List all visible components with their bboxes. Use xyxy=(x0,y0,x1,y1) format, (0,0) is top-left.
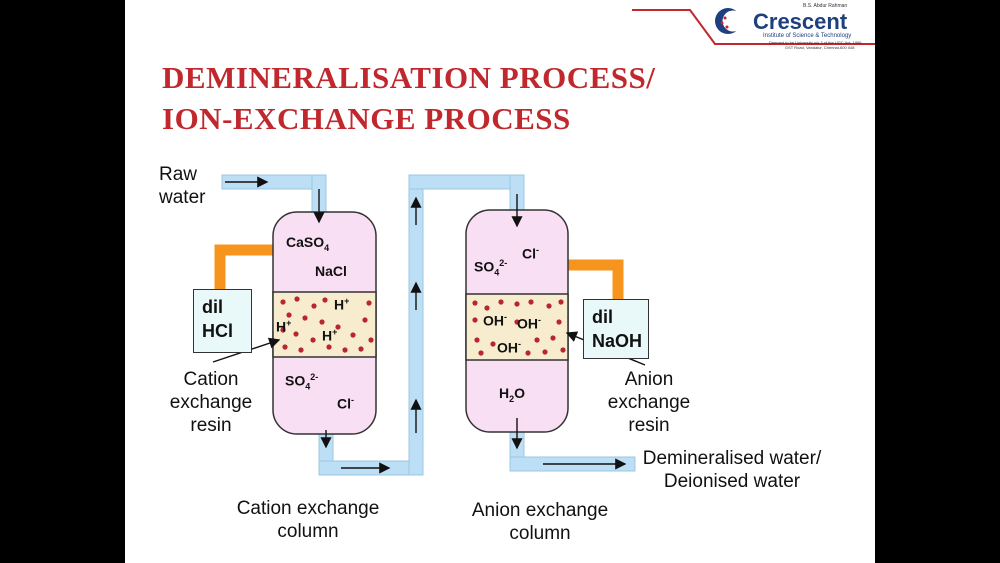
crescent-logo-icon xyxy=(715,8,744,34)
chem-so4-anion: SO42- xyxy=(474,258,508,278)
logo-frame-line xyxy=(632,9,875,45)
chem-oh-minus-1: OH- xyxy=(483,312,507,329)
slide: B.S. Abdur Rahman Crescent Institute of … xyxy=(125,0,875,563)
chem-h-plus-3: H+ xyxy=(322,327,338,344)
chem-cl-anion: Cl- xyxy=(522,245,539,262)
cation-resin-beads xyxy=(280,296,374,353)
dil-hcl-label-line-2: HCl xyxy=(202,321,233,341)
chem-caso4: CaSO4 xyxy=(286,234,330,253)
page-title-line-2: ION-EXCHANGE PROCESS xyxy=(162,101,571,136)
dil-naoh-label-line-2: NaOH xyxy=(592,331,643,351)
logo-top-text: B.S. Abdur Rahman xyxy=(803,3,848,9)
chem-cl-cation: Cl- xyxy=(337,395,354,412)
chem-h-plus-2: H+ xyxy=(276,318,292,335)
chem-oh-minus-2: OH- xyxy=(517,315,541,332)
logo-fine-print-2: GST Road, Vandalur, Chennai-600 048 xyxy=(785,45,855,50)
chem-nacl: NaCl xyxy=(315,263,347,279)
dil-naoh-reagent-box: dil NaOH xyxy=(583,299,649,359)
output-water-label: Demineralised water/Deionised water xyxy=(642,448,822,492)
ion-exchange-diagram xyxy=(212,174,646,476)
logo-name: Crescent xyxy=(753,9,848,34)
alkali-feed-line xyxy=(568,259,624,300)
anion-resin-beads xyxy=(472,299,566,356)
acid-feed-line xyxy=(214,244,273,290)
chem-oh-minus-3: OH- xyxy=(497,339,521,356)
chem-h2o: H2O xyxy=(499,385,526,404)
dil-hcl-label-line-1: dil xyxy=(202,297,223,317)
logo-fine-print-1: Deemed to be University u/s 3 of the UGC… xyxy=(769,40,862,45)
page-title-line-1: DEMINERALISATION PROCESS/ xyxy=(162,60,656,95)
decor-layer xyxy=(632,8,875,45)
chem-h-plus-1: H+ xyxy=(334,296,350,313)
cation-resin-bed xyxy=(272,291,377,358)
dil-naoh-label-line-1: dil xyxy=(592,307,613,327)
logo-subtitle: Institute of Science & Technology xyxy=(763,33,852,39)
dil-hcl-reagent-box: dil HCl xyxy=(193,289,252,353)
chem-so4-cation: SO42- xyxy=(285,372,319,392)
